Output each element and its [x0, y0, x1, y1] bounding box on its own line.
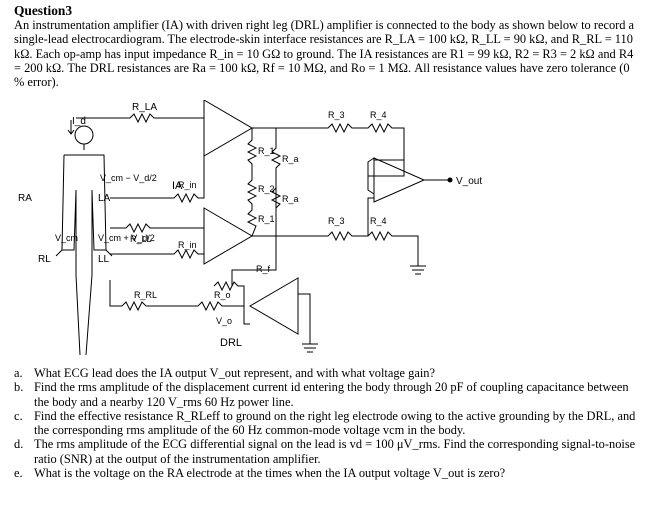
- question-item-c: c. Find the effective resistance R_RLeff …: [14, 409, 642, 438]
- label-r3-bot: R_3: [328, 216, 345, 226]
- label-drl: DRL: [220, 337, 242, 349]
- question-label: d.: [14, 437, 24, 452]
- label-ia: IA: [172, 180, 183, 192]
- label-rla: R_LA: [132, 102, 157, 113]
- label-ll: LL: [98, 254, 110, 265]
- label-ra-bot: R_a: [282, 194, 299, 204]
- question-item-e: e. What is the voltage on the RA electrod…: [14, 466, 642, 480]
- label-la: LA: [98, 193, 111, 204]
- label-r4-bot: R_4: [370, 216, 387, 226]
- intro-text: An instrumentation amplifier (IA) with d…: [14, 18, 635, 90]
- ia-output-opamp: [373, 157, 426, 203]
- label-rf: R_f: [256, 264, 271, 274]
- question-intro: An instrumentation amplifier (IA) with d…: [14, 18, 642, 89]
- label-r4-top: R_4: [370, 110, 387, 120]
- question-text: Find the effective resistance R_RLeff to…: [34, 408, 636, 438]
- body-figure: [55, 125, 113, 356]
- question-item-b: b. Find the rms amplitude of the displace…: [14, 380, 642, 409]
- question-label: c.: [14, 408, 23, 423]
- label-r1-top: R_1: [258, 146, 275, 156]
- question-label: b.: [14, 380, 24, 395]
- question-title: Question3: [14, 3, 73, 18]
- label-ra: RA: [18, 193, 32, 204]
- label-rrl: R_RL: [134, 290, 157, 300]
- label-rll: R_LL: [130, 234, 152, 244]
- question-text: What is the voltage on the RA electrode …: [34, 466, 506, 481]
- label-r1-bot: R_1: [258, 214, 275, 224]
- question-text: The rms amplitude of the ECG differentia…: [34, 437, 636, 466]
- label-vcm-minus: V_cm − V_d/2: [100, 173, 157, 183]
- resistor-rla: [76, 112, 205, 156]
- label-r3-top: R_3: [328, 110, 345, 120]
- label-vo: V_o: [216, 316, 232, 326]
- label-rin-top: R_in: [178, 180, 197, 190]
- label-rl: RL: [38, 254, 51, 265]
- label-r2: R_2: [258, 184, 275, 194]
- question-text: What ECG lead does the IA output V_out r…: [34, 366, 435, 380]
- label-ra-top: R_a: [282, 154, 299, 164]
- question-label: e.: [14, 466, 23, 481]
- question-label: a.: [14, 366, 23, 380]
- drl-opamp: [249, 277, 299, 335]
- question-text: Find the rms amplitude of the displaceme…: [34, 380, 629, 409]
- question-item-d: d. The rms amplitude of the ECG different…: [14, 437, 642, 466]
- circuit-diagram: R_LA I_d V_cm − V_d/2 V_cm + V_d/2 V_cm …: [18, 100, 482, 356]
- label-vcm: V_cm: [55, 233, 78, 243]
- ia-top-opamp: [203, 100, 253, 157]
- label-rin-bot: R_in: [178, 240, 197, 250]
- question-item-a: a. What ECG lead does the IA output V_out…: [14, 366, 642, 380]
- label-id: I_d: [72, 116, 86, 127]
- ia-bottom-opamp: [203, 207, 253, 265]
- label-vout: V_out: [456, 176, 482, 187]
- label-ro: R_o: [214, 290, 231, 300]
- question-list: a. What ECG lead does the IA output V_out…: [14, 366, 642, 480]
- label-vcm-plus: V_cm + V_d/2: [98, 233, 155, 243]
